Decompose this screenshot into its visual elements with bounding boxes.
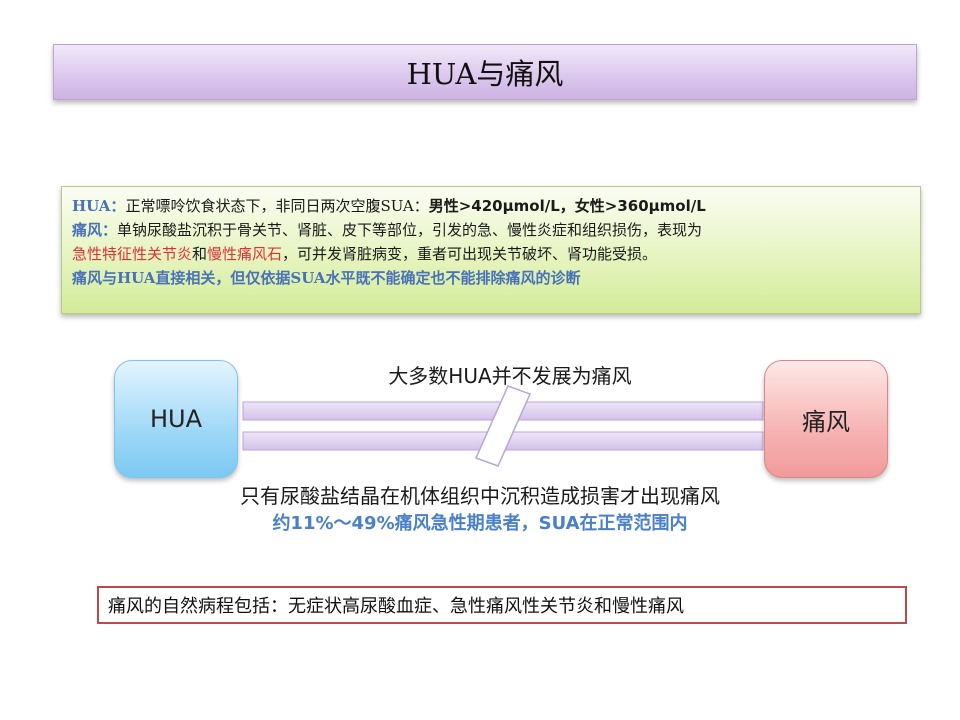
connector-bar-top — [242, 401, 764, 421]
hua-threshold: 男性>420μmol/L，女性>360μmol/L — [428, 197, 706, 215]
definition-hua: HUA：正常嘌呤饮食状态下，非同日两次空腹SUA：男性>420μmol/L，女性… — [72, 194, 910, 218]
normal-sua-note: 约11%～49%痛风急性期患者，SUA在正常范围内 — [272, 513, 688, 534]
definition-gout: 痛风：单钠尿酸盐沉积于骨关节、肾脏、皮下等部位，引发的急、慢性炎症和组织损伤，表… — [72, 218, 910, 242]
slide-title: HUA与痛风 — [53, 44, 917, 100]
hua-node: HUA — [114, 360, 238, 478]
gout-label: 痛风： — [72, 221, 118, 239]
and-text: 和 — [192, 245, 208, 263]
majority-note: 大多数HUA并不发展为痛风 — [388, 364, 632, 388]
deposition-note: 只有尿酸盐结晶在机体组织中沉积造成损害才出现痛风 — [240, 484, 720, 508]
hua-label: HUA： — [72, 197, 126, 215]
gout-definition-text: 单钠尿酸盐沉积于骨关节、肾脏、皮下等部位，引发的急、慢性炎症和组织损伤，表现为 — [117, 221, 703, 239]
break-mark — [474, 385, 532, 467]
acute-arthritis-text: 急性特征性关节炎 — [72, 245, 193, 263]
connector-bar-bottom — [242, 431, 764, 451]
tophus-text: 慢性痛风石 — [207, 245, 283, 263]
natural-course-box: 痛风的自然病程包括：无症状高尿酸血症、急性痛风性关节炎和慢性痛风 — [97, 586, 907, 624]
gout-node: 痛风 — [764, 360, 888, 478]
hua-definition-text: 正常嘌呤饮食状态下，非同日两次空腹SUA： — [125, 197, 429, 215]
relation-note: 痛风与HUA直接相关，但仅依据SUA水平既不能确定也不能排除痛风的诊断 — [72, 269, 581, 287]
definition-gout-cont: 急性特征性关节炎和慢性痛风石，可并发肾脏病变，重者可出现关节破坏、肾功能受损。 — [72, 242, 910, 266]
complication-text: ，可并发肾脏病变，重者可出现关节破坏、肾功能受损。 — [282, 245, 658, 263]
definition-box: HUA：正常嘌呤饮食状态下，非同日两次空腹SUA：男性>420μmol/L，女性… — [61, 186, 921, 314]
